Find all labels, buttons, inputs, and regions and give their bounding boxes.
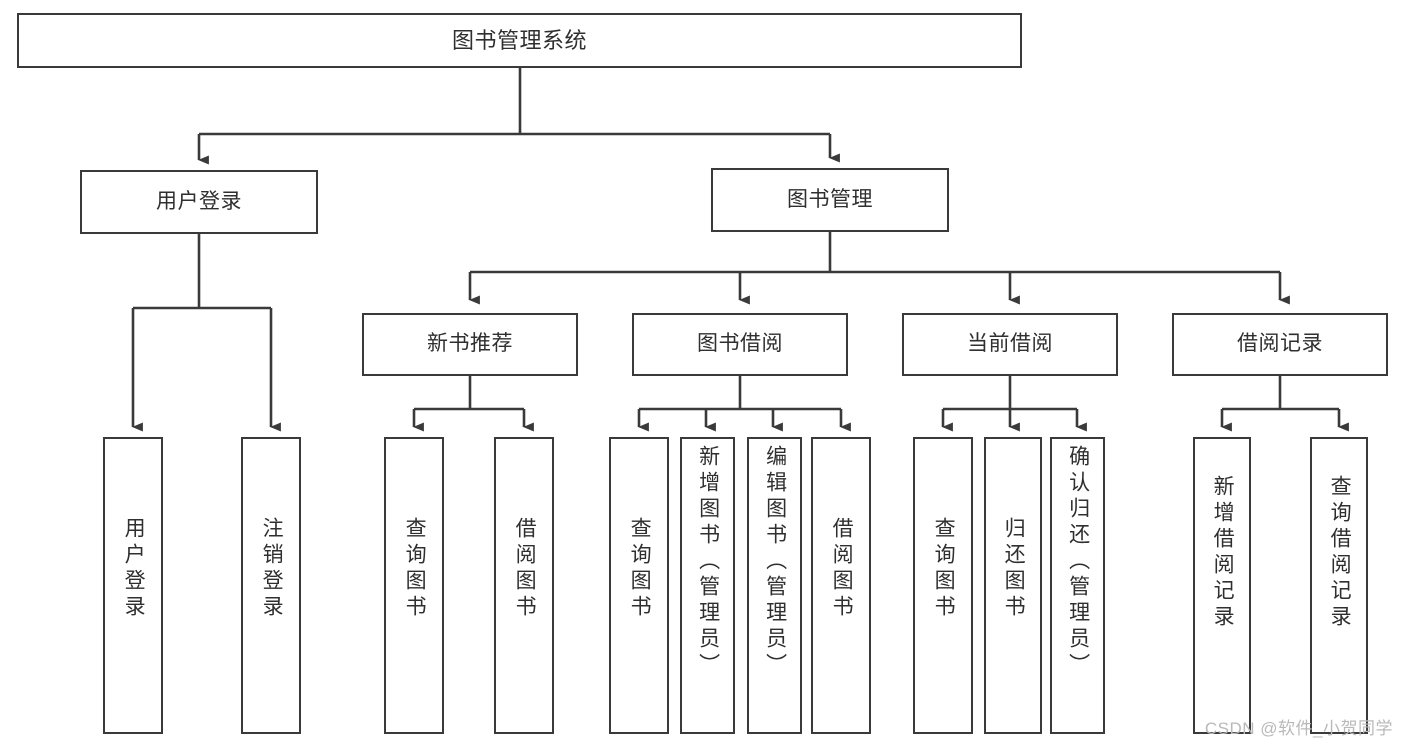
node-leaf-logout[interactable]: 注销登录 (241, 437, 301, 734)
node-new-book-recommend-label: 新书推荐 (427, 332, 513, 356)
node-leaf-add-book[interactable]: 新增图书（管理员） (680, 437, 735, 734)
node-book-manage-label: 图书管理 (787, 187, 873, 211)
node-current-borrow[interactable]: 当前借阅 (902, 313, 1118, 376)
node-leaf-borrow-book-2-label: 借阅图书 (830, 517, 854, 621)
node-leaf-add-record-label: 新增借阅记录 (1211, 475, 1235, 631)
node-leaf-edit-book-label: 编辑图书（管理员） (763, 445, 787, 679)
node-book-borrow-label: 图书借阅 (697, 332, 783, 356)
node-leaf-return-book-label: 归还图书 (1002, 517, 1026, 621)
node-book-manage[interactable]: 图书管理 (711, 168, 949, 232)
node-leaf-borrow-book-2[interactable]: 借阅图书 (811, 437, 871, 734)
node-leaf-user-login[interactable]: 用户登录 (103, 437, 163, 734)
node-leaf-edit-book[interactable]: 编辑图书（管理员） (747, 437, 802, 734)
csdn-watermark: CSDN @软件_小贺同学 (1204, 719, 1393, 738)
node-leaf-logout-label: 注销登录 (260, 517, 284, 621)
node-leaf-query-book-3-label: 查询图书 (932, 517, 956, 621)
node-root[interactable]: 图书管理系统 (17, 13, 1022, 68)
node-book-borrow[interactable]: 图书借阅 (632, 313, 848, 376)
node-leaf-return-book[interactable]: 归还图书 (984, 437, 1042, 734)
node-root-label: 图书管理系统 (451, 27, 587, 53)
node-leaf-query-book-1[interactable]: 查询图书 (384, 437, 444, 734)
node-leaf-add-record[interactable]: 新增借阅记录 (1193, 437, 1251, 734)
node-leaf-user-login-label: 用户登录 (122, 517, 146, 621)
node-leaf-borrow-book-1[interactable]: 借阅图书 (494, 437, 554, 734)
node-new-book-recommend[interactable]: 新书推荐 (362, 313, 578, 376)
node-leaf-query-record-label: 查询借阅记录 (1328, 475, 1352, 631)
node-leaf-query-record[interactable]: 查询借阅记录 (1310, 437, 1368, 734)
node-leaf-confirm-return[interactable]: 确认归还（管理员） (1050, 437, 1105, 734)
node-user-login[interactable]: 用户登录 (80, 170, 318, 234)
node-leaf-query-book-1-label: 查询图书 (403, 517, 427, 621)
node-current-borrow-label: 当前借阅 (967, 332, 1053, 356)
node-leaf-confirm-return-label: 确认归还（管理员） (1066, 445, 1090, 679)
node-leaf-query-book-2[interactable]: 查询图书 (609, 437, 669, 734)
node-borrow-record[interactable]: 借阅记录 (1172, 313, 1388, 376)
node-leaf-add-book-label: 新增图书（管理员） (696, 445, 720, 679)
node-leaf-query-book-2-label: 查询图书 (628, 517, 652, 621)
node-user-login-label: 用户登录 (156, 189, 242, 213)
node-leaf-query-book-3[interactable]: 查询图书 (913, 437, 973, 734)
node-borrow-record-label: 借阅记录 (1237, 332, 1323, 356)
node-leaf-borrow-book-1-label: 借阅图书 (513, 517, 537, 621)
